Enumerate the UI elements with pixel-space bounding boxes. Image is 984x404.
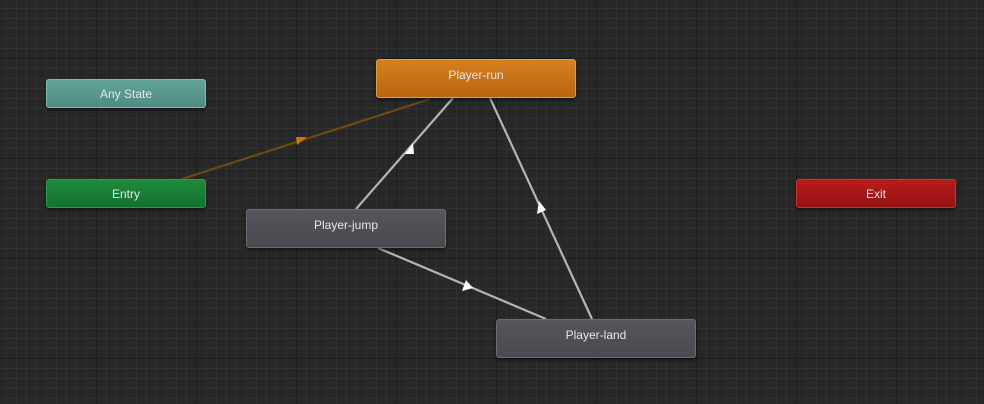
any-state-node[interactable]: Any State [46,79,206,108]
transition-player-land-to-player-run[interactable] [489,97,593,320]
exit-label: Exit [865,186,886,201]
state-node-player-land[interactable]: Player-land [496,319,696,358]
state-label-player-jump: Player-jump [313,218,379,232]
state-label-player-land: Player-land [565,328,627,342]
state-node-player-run[interactable]: Player-run [376,59,576,98]
any-state-label: Any State [99,86,153,101]
entry-label: Entry [111,186,140,201]
transition-player-run-to-player-jump[interactable] [355,97,454,210]
state-label-player-run: Player-run [448,68,504,82]
transition-player-jump-to-player-land[interactable] [377,246,547,321]
exit-node[interactable]: Exit [796,179,956,208]
state-node-player-jump[interactable]: Player-jump [246,209,446,248]
entry-node[interactable]: Entry [46,179,206,208]
